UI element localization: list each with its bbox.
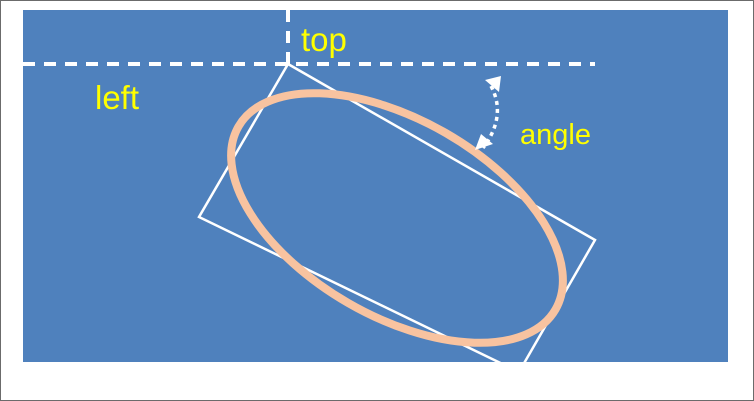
angle-arrowhead-bottom-icon <box>475 134 493 150</box>
rotated-ellipse-diagram: top left angle <box>23 10 728 362</box>
top-label: top <box>301 21 347 58</box>
rotated-ellipse <box>227 89 567 347</box>
angle-label: angle <box>520 119 591 151</box>
diagram-panel: top left angle <box>23 10 728 362</box>
angle-arrowhead-top-icon <box>485 76 501 92</box>
left-label: left <box>95 79 139 116</box>
